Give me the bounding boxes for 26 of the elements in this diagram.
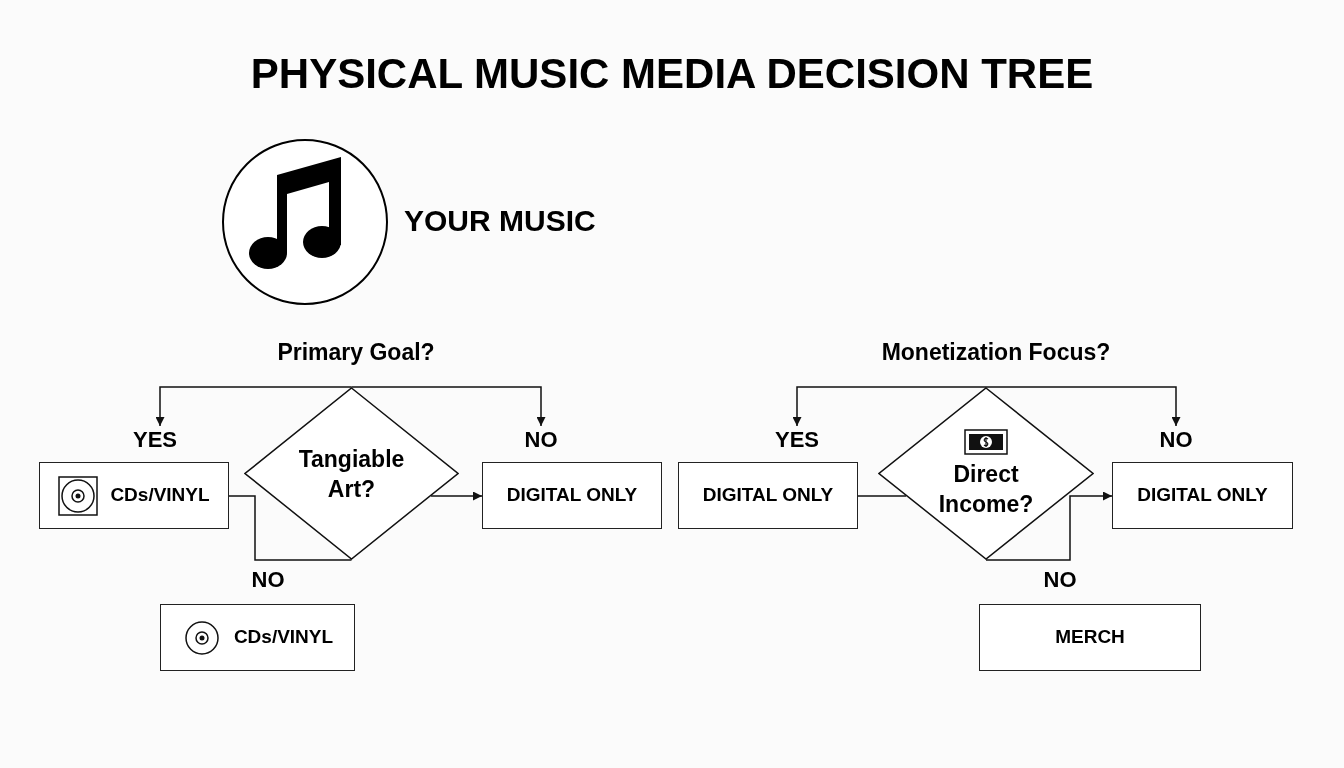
branch-label: YES	[774, 426, 820, 454]
question-label: Primary Goal?	[277, 337, 435, 367]
arrow	[985, 491, 1113, 561]
connector-line	[857, 495, 907, 497]
connector-line	[228, 495, 353, 561]
diagram-title: PHYSICAL MUSIC MEDIA DECISION TREE	[249, 49, 1095, 99]
branch-label: NO	[1158, 426, 1194, 454]
result-text: DIGITAL ONLY	[1137, 483, 1268, 508]
decision-text: Tangiable Art?	[297, 444, 406, 504]
question-label: Monetization Focus?	[881, 337, 1111, 367]
arrow	[792, 386, 987, 427]
branch-label: NO	[1042, 566, 1078, 594]
branch-label: NO	[523, 426, 559, 454]
arrow	[985, 386, 1181, 427]
result-text: DIGITAL ONLY	[506, 483, 638, 508]
arrow	[350, 386, 546, 427]
arrow	[155, 386, 353, 427]
result-text: MERCH	[1055, 625, 1125, 650]
decision-text: Direct Income?	[937, 459, 1035, 519]
result-text: DIGITAL ONLY	[702, 483, 834, 508]
branch-label: YES	[132, 426, 178, 454]
source-label: YOUR MUSIC	[404, 203, 596, 239]
arrow	[430, 491, 483, 501]
result-text: CDs/VINYL	[110, 483, 210, 508]
branch-label: NO	[250, 566, 286, 594]
result-text: CDs/VINYL	[233, 625, 334, 650]
